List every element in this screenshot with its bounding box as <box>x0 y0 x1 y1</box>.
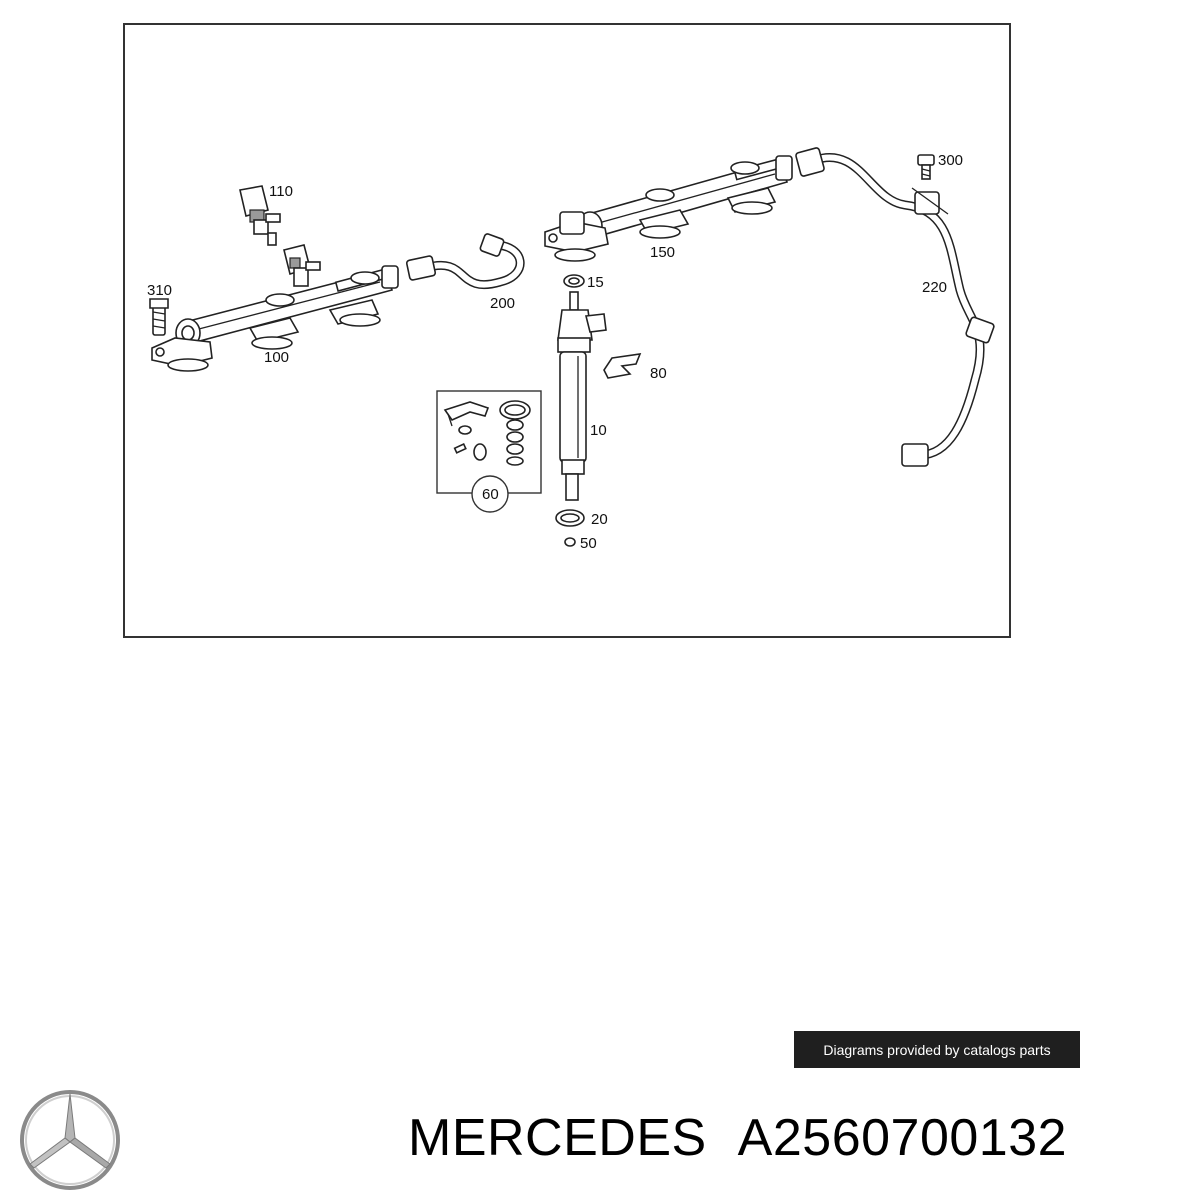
part-number: A2560700132 <box>737 1109 1068 1167</box>
label-80: 80 <box>650 365 667 382</box>
label-300: 300 <box>938 152 963 169</box>
label-200: 200 <box>490 295 515 312</box>
label-220: 220 <box>922 279 947 296</box>
label-110: 110 <box>269 183 293 200</box>
fuel-pipe-200 <box>405 233 525 290</box>
diagram-credit-badge: Diagrams provided by catalogs parts <box>794 1031 1080 1068</box>
washer-50 <box>564 537 576 547</box>
o-ring-15 <box>563 274 585 288</box>
brand-name: MERCEDES <box>408 1109 707 1167</box>
fuel-pipe-220 <box>795 147 995 467</box>
label-10: 10 <box>590 422 607 439</box>
seal-ring-20 <box>555 509 585 527</box>
rail-sensor <box>283 244 321 287</box>
label-60: 60 <box>482 486 499 503</box>
bolt-310 <box>149 298 169 336</box>
label-15: 15 <box>587 274 604 291</box>
pressure-sensor-110 <box>239 185 281 246</box>
fuel-rail-right <box>544 155 793 262</box>
brand-part-title: MERCEDES A2560700132 <box>408 1108 1198 1178</box>
mercedes-star-icon <box>20 1090 120 1190</box>
fuel-injector-10 <box>557 291 607 501</box>
label-20: 20 <box>591 511 608 528</box>
parts-diagram: 110 310 100 200 15 150 300 220 80 10 60 … <box>123 23 1011 638</box>
label-310: 310 <box>147 282 172 299</box>
label-100: 100 <box>264 349 289 366</box>
diagram-drawing: 110 310 100 200 15 150 300 220 80 10 60 … <box>147 147 995 552</box>
seal-kit-60 <box>436 390 542 513</box>
fuel-rail-left <box>151 265 399 372</box>
bolt-300 <box>917 154 935 180</box>
retaining-clip-80 <box>603 353 642 379</box>
label-50: 50 <box>580 535 597 552</box>
label-150: 150 <box>650 244 675 261</box>
